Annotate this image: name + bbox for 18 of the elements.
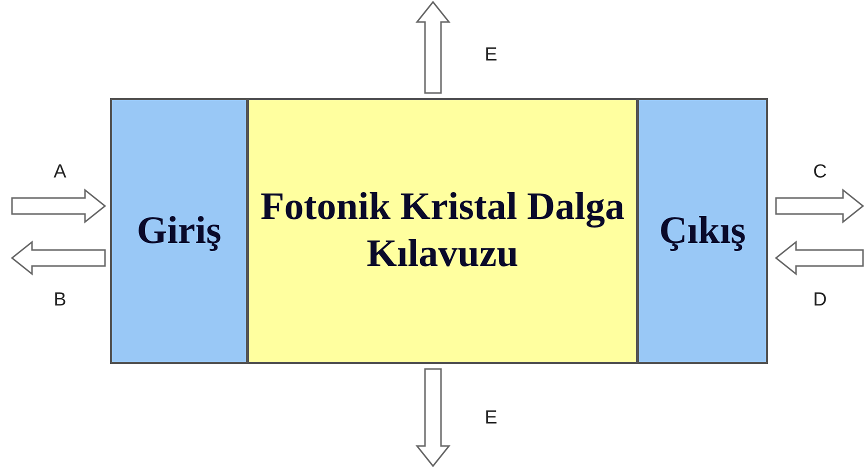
panel-label: Giriş: [136, 208, 222, 254]
edge-label: A: [54, 162, 66, 182]
block-arrow: [774, 240, 864, 276]
block-arrow: [415, 368, 451, 468]
block-arrow: [10, 240, 106, 276]
panel-box: [247, 98, 638, 364]
panel-box: [637, 98, 768, 364]
block-arrow: [775, 188, 864, 224]
block-arrow: [11, 188, 106, 224]
panel-label: Fotonik Kristal Dalga Kılavuzu: [259, 184, 626, 277]
edge-label: C: [813, 162, 827, 182]
panel-label: Çıkış: [658, 208, 747, 254]
edge-label: B: [54, 290, 66, 310]
edge-label: E: [484, 408, 498, 428]
panel-box: [110, 98, 248, 364]
edge-label: D: [813, 290, 827, 310]
edge-label: E: [484, 46, 498, 64]
block-arrow: [415, 0, 451, 94]
